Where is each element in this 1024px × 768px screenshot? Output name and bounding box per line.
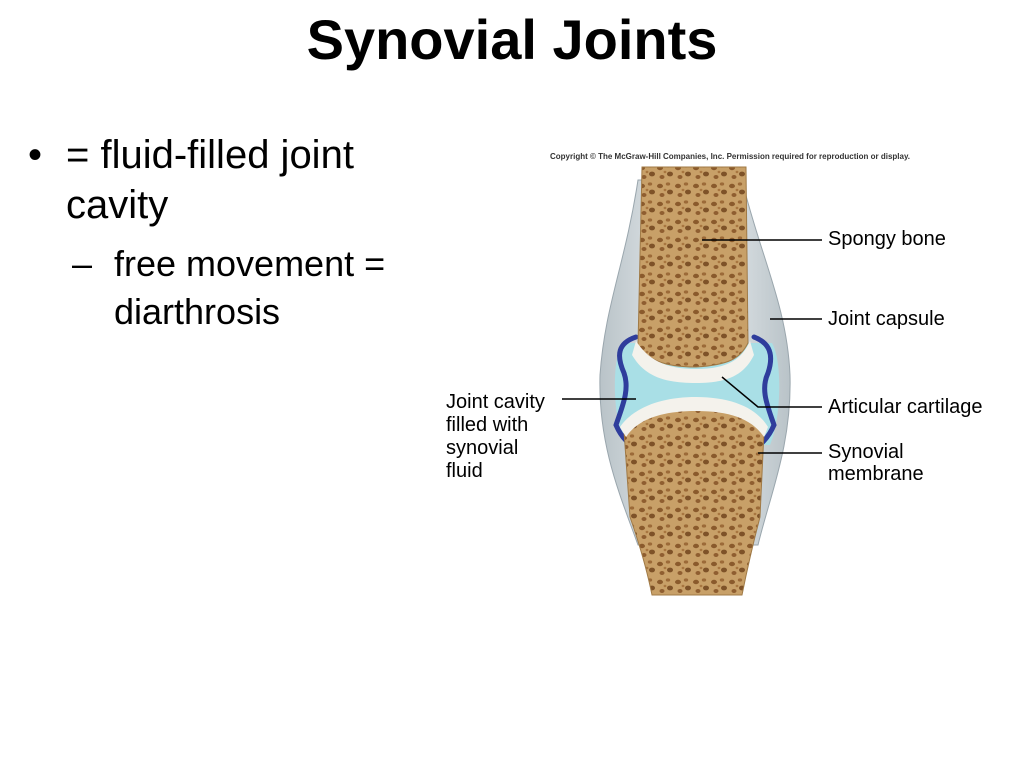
bullet-list: • = fluid-filled joint cavity – free mov…	[28, 130, 428, 336]
label-synovial-membrane-line1: Synovial	[828, 441, 904, 463]
label-synovial-membrane-line2: membrane	[828, 463, 924, 485]
joint-illustration	[562, 166, 822, 596]
upper-bone	[637, 166, 749, 368]
label-joint-cavity-line3: synovial	[446, 437, 519, 459]
leader-articular-cartilage	[721, 376, 822, 408]
bullet-marker: •	[28, 133, 43, 177]
label-joint-cavity-line4: fluid	[446, 460, 483, 482]
slide-title: Synovial Joints	[306, 8, 718, 71]
label-joint-capsule: Joint capsule	[828, 308, 945, 330]
label-articular-cartilage: Articular cartilage	[828, 396, 983, 418]
sub-bullet-marker: –	[72, 243, 93, 284]
bullet-item-1: • = fluid-filled joint cavity	[28, 130, 428, 230]
upper-articular-cartilage	[632, 341, 754, 383]
bullet-item-2: – free movement = diarthrosis	[28, 240, 428, 336]
bullet-text-2: free movement = diarthrosis	[114, 243, 386, 332]
lower-bone	[623, 406, 765, 596]
lower-articular-cartilage	[620, 397, 768, 437]
label-joint-cavity-line1: Joint cavity	[446, 391, 545, 413]
synovial-joint-figure: Copyright © The McGraw-Hill Companies, I…	[440, 145, 1024, 615]
label-joint-cavity-line2: filled with	[446, 414, 529, 436]
label-spongy-bone: Spongy bone	[828, 228, 946, 250]
copyright-notice: Copyright © The McGraw-Hill Companies, I…	[550, 152, 911, 161]
bullet-text-1: = fluid-filled joint cavity	[66, 133, 354, 227]
